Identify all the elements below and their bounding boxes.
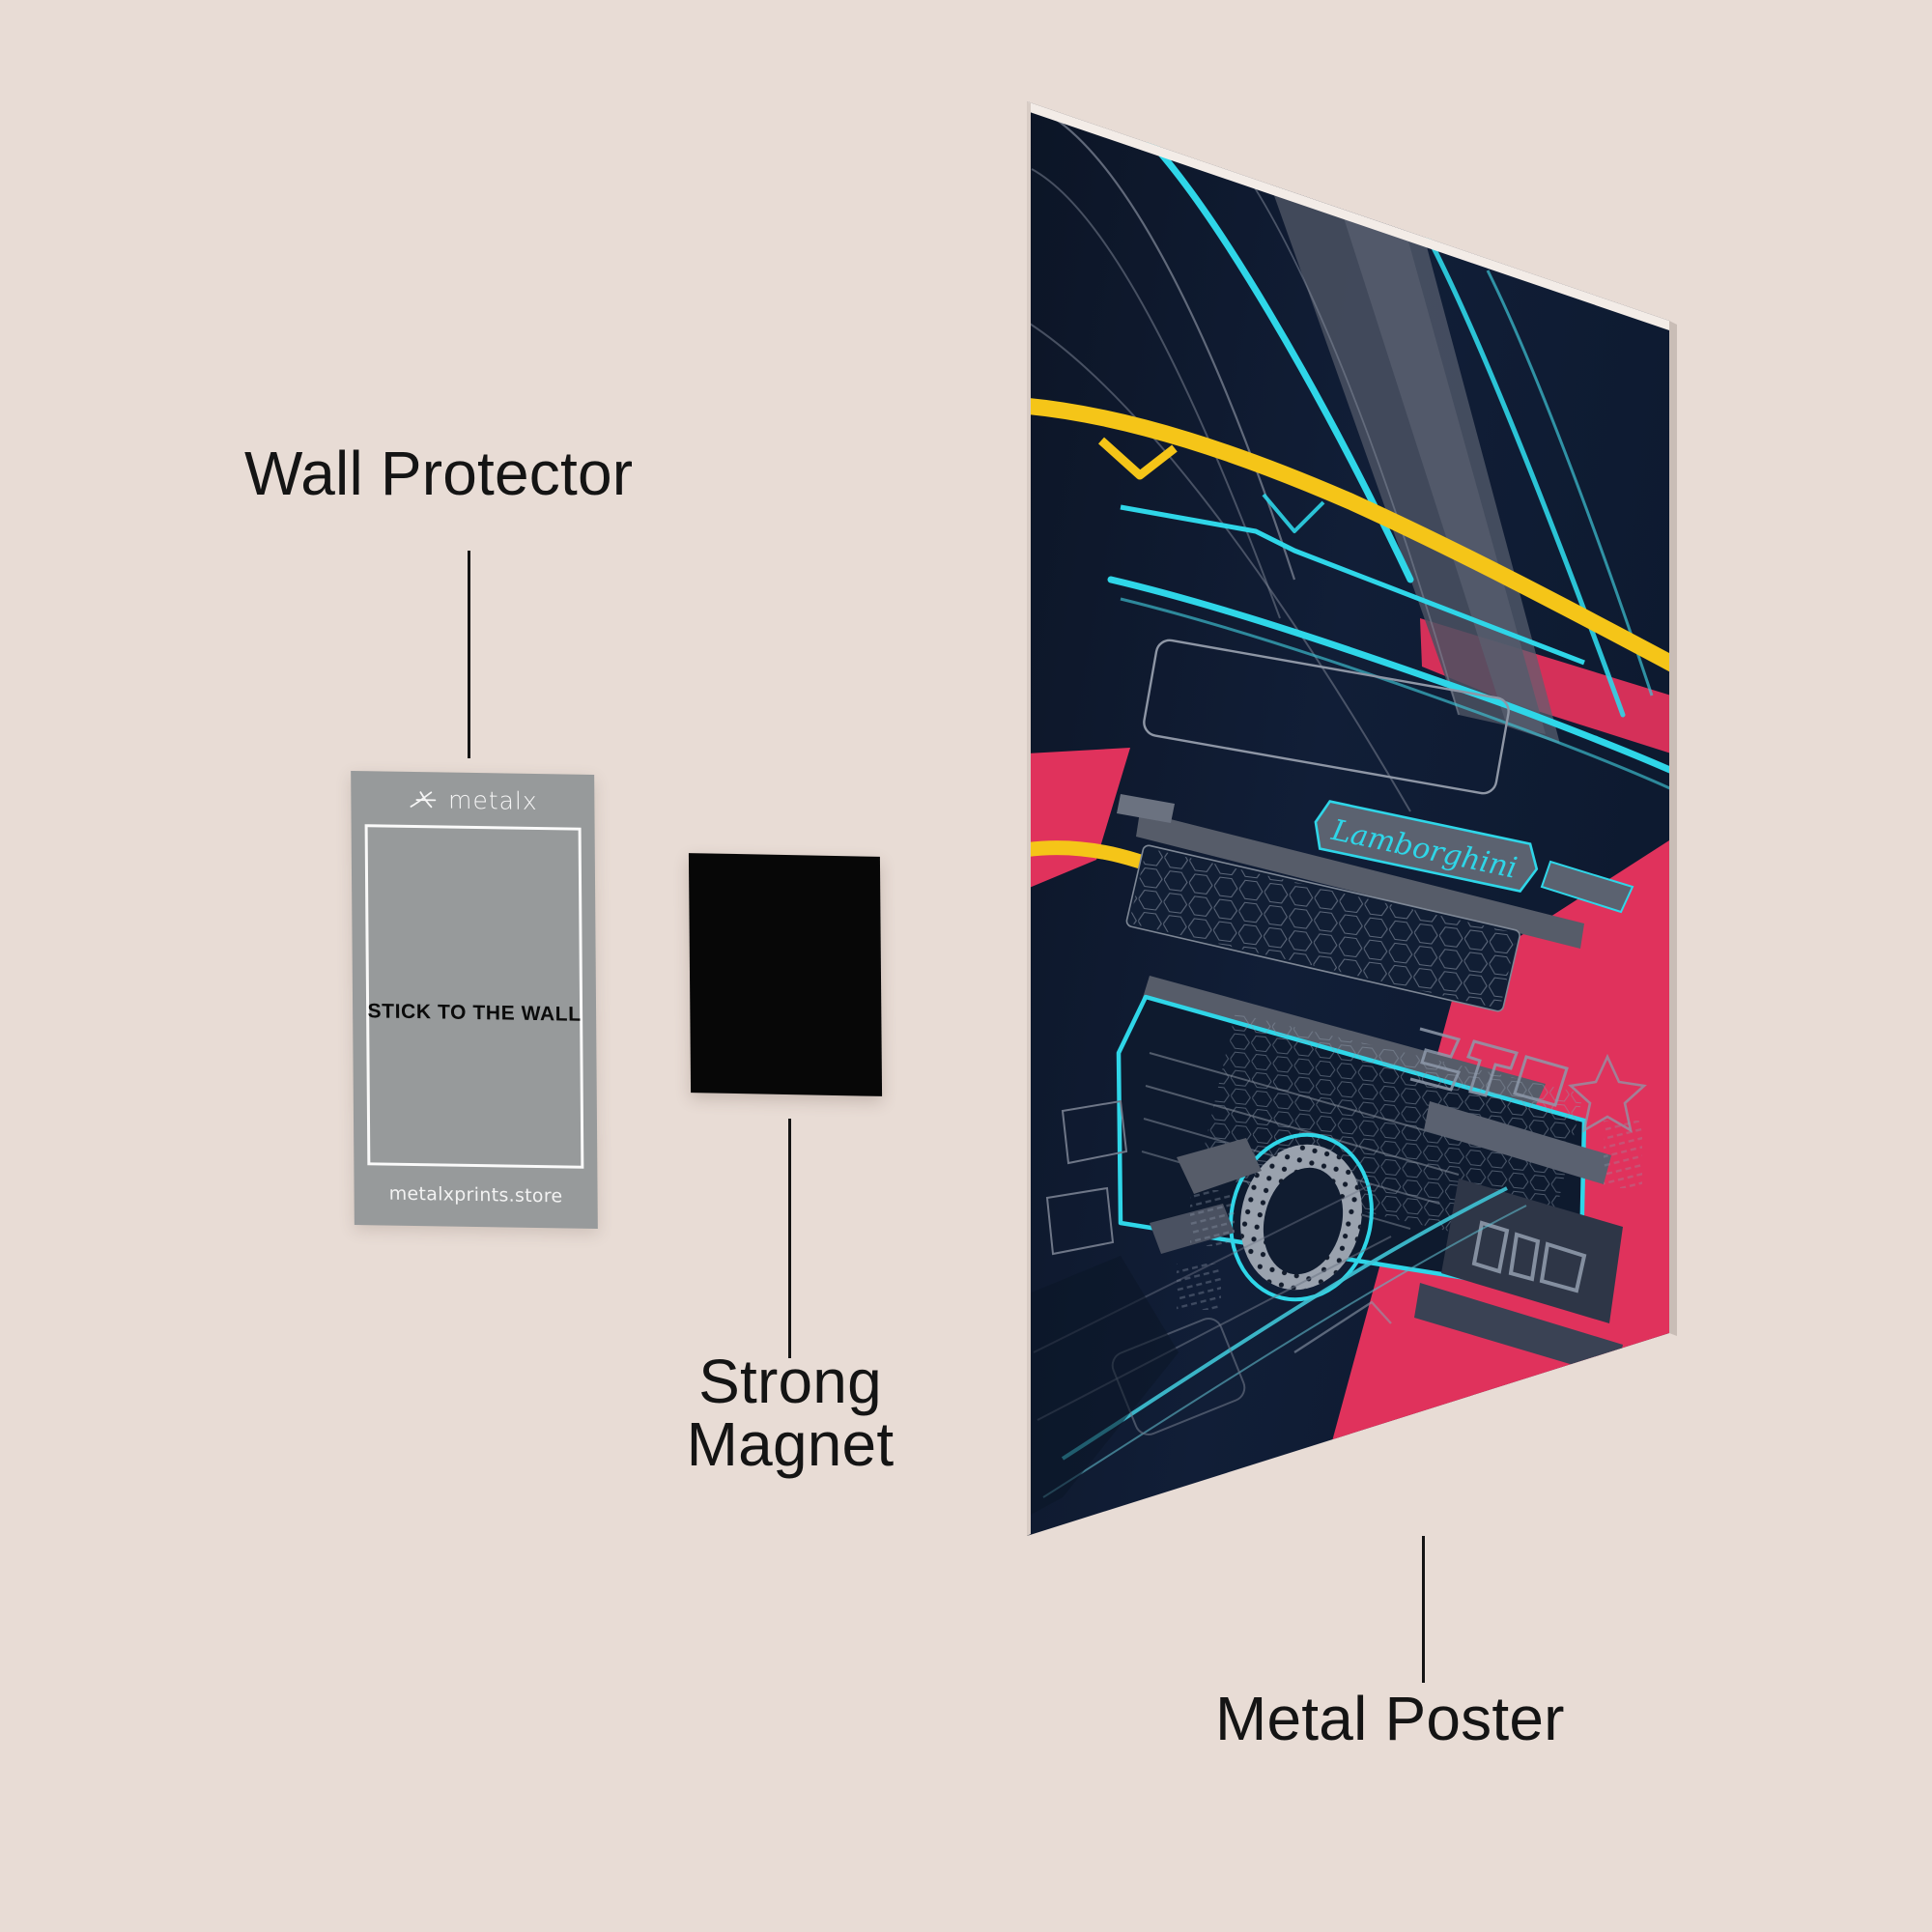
store-url-text: metalxprints.store (388, 1182, 563, 1208)
leader-line-metal-poster (1422, 1536, 1425, 1683)
hood-line-c (1029, 323, 1411, 812)
leader-line-strong-magnet (788, 1119, 791, 1358)
badge-plate (1314, 800, 1539, 894)
lower-cyan-sweep-2 (1042, 1205, 1527, 1498)
stick-to-the-wall-text: STICK TO THE WALL (367, 1000, 582, 1026)
metalx-x-icon (410, 790, 436, 808)
vent-slat-group (1177, 1190, 1235, 1310)
callout-label-metal-poster: Metal Poster (1215, 1684, 1565, 1753)
splitter-bottom (1414, 1283, 1623, 1378)
left-corner-vent (1061, 1099, 1128, 1165)
callout-label-wall-protector: Wall Protector (244, 439, 634, 508)
cyan-underline (1107, 576, 1669, 779)
poster-top-edge (1027, 101, 1669, 330)
hood-panel-gray-2 (1323, 155, 1560, 744)
poster-left-edge (1027, 101, 1031, 1536)
sto-glyph (1409, 1027, 1569, 1107)
metalx-logo-text: metalx (447, 785, 538, 816)
metal-poster-product: Lamborghini (1005, 77, 1700, 1575)
cyan-wing-chevron (1262, 493, 1325, 533)
lower-body-kink (1293, 1300, 1392, 1354)
callout-label-strong-magnet: Strong Magnet (686, 1347, 895, 1480)
leader-line-wall-protector (468, 551, 470, 758)
hood-line-a (1033, 104, 1296, 581)
bottom-left-shadow (1027, 1256, 1179, 1517)
cyan-underline-2 (1120, 597, 1669, 798)
bumper-gray-tab (1117, 794, 1175, 823)
badge-side-fin (1540, 860, 1634, 914)
upper-grille (1125, 844, 1520, 1012)
bumper-gray-bar (1136, 811, 1584, 949)
wall-protector-inner-frame (364, 824, 584, 1169)
metalx-logo: metalx (351, 784, 594, 816)
yellow-stripe-upper (1027, 397, 1669, 677)
cyan-wing-line (1120, 504, 1585, 666)
bumper-outline-box (1143, 639, 1510, 795)
yellow-chevron (1097, 437, 1178, 480)
poster-artwork: Lamborghini (1027, 101, 1677, 1536)
wall-protector-card[interactable]: metalx STICK TO THE WALL metalxprints.st… (351, 770, 598, 1230)
splitter-top-blade (1424, 1101, 1611, 1184)
right-vent-dots (1604, 1121, 1642, 1188)
vent-blade-1 (1177, 1138, 1262, 1194)
poster-illustration: Lamborghini (1027, 104, 1669, 1517)
strong-magnet-product[interactable] (688, 853, 883, 1096)
awd-glyph (1471, 1220, 1587, 1293)
poster-right-edge (1669, 321, 1677, 1336)
cyan-hood-stripe-3 (1486, 270, 1654, 696)
circular-intake (1229, 1132, 1374, 1302)
left-corner-vent-2 (1045, 1186, 1115, 1256)
